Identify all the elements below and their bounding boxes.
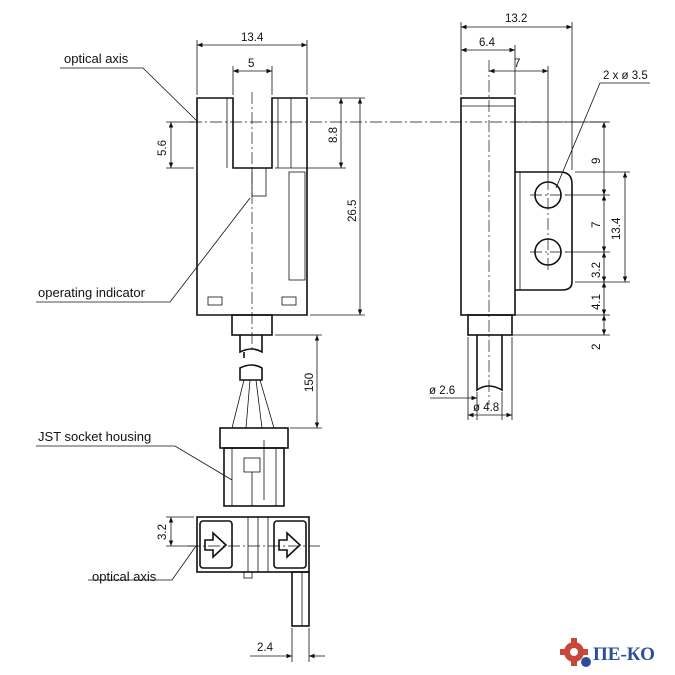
dim-bottom-2-4: 2.4 bbox=[257, 642, 274, 654]
arrow-right-icon bbox=[204, 531, 228, 559]
dim-side-13-4: 13.4 bbox=[611, 217, 623, 240]
front-view bbox=[190, 92, 310, 350]
dim-slot-width: 5 bbox=[248, 58, 254, 70]
dim-front-width: 13.4 bbox=[241, 32, 264, 44]
side-view bbox=[460, 60, 573, 405]
jst-socket-housing bbox=[219, 427, 289, 507]
dim-side-7: 7 bbox=[514, 58, 520, 70]
dim-side-7-vert: 7 bbox=[591, 222, 603, 228]
label-jst-socket-housing: JST socket housing bbox=[38, 429, 151, 444]
dim-side-9: 9 bbox=[591, 158, 603, 164]
label-optical-axis-bottom: optical axis bbox=[92, 569, 157, 584]
cable bbox=[231, 335, 275, 429]
dim-side-6-4: 6.4 bbox=[479, 37, 496, 49]
dim-bottom-3-2: 3.2 bbox=[157, 524, 169, 540]
dim-body-height: 26.5 bbox=[347, 200, 359, 222]
dim-axis-height: 5.6 bbox=[157, 140, 169, 156]
leaders bbox=[36, 67, 650, 581]
dim-side-4-1: 4.1 bbox=[591, 294, 603, 310]
dim-slot-depth: 8.8 bbox=[328, 127, 340, 143]
gear-icon bbox=[560, 638, 591, 667]
dim-cable-length: 150 bbox=[304, 373, 316, 392]
dim-connector-dia: ø 4.8 bbox=[473, 402, 499, 414]
dim-side-2: 2 bbox=[591, 344, 603, 350]
arrow-right-icon bbox=[278, 531, 302, 559]
dim-side-3-2: 3.2 bbox=[591, 262, 603, 278]
dim-cable-dia: ø 2.6 bbox=[429, 385, 455, 397]
label-operating-indicator: operating indicator bbox=[38, 285, 146, 300]
logo: ПЕ-КО bbox=[560, 638, 655, 667]
logo-text: ПЕ-КО bbox=[593, 644, 655, 665]
label-holes: 2 x ø 3.5 bbox=[603, 70, 648, 82]
bottom-view bbox=[188, 516, 320, 627]
receiver-window bbox=[288, 171, 306, 281]
dim-side-depth: 13.2 bbox=[505, 13, 527, 25]
operating-indicator-led bbox=[251, 167, 267, 197]
dimensions bbox=[166, 22, 630, 662]
label-optical-axis-top: optical axis bbox=[64, 51, 129, 66]
